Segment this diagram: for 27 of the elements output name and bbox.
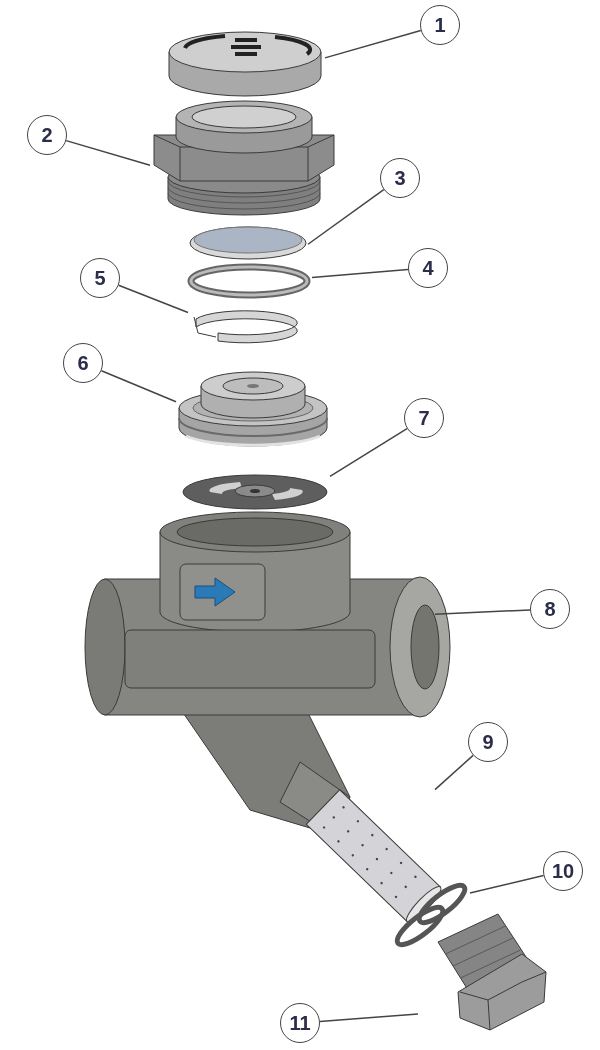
plug-drawing [438,914,546,1030]
callout-number: 2 [27,115,67,155]
leader-line [434,609,531,616]
callout-number: 3 [380,158,420,198]
callout-number: 9 [468,722,508,762]
leader-line [311,268,409,279]
leader-line [469,874,545,894]
callout-number: 4 [408,248,448,288]
leader-line [434,754,474,791]
hex-nut-drawing [154,101,334,215]
split-ring-drawing [194,310,298,343]
callout-number: 8 [530,589,570,629]
callout-number: 6 [63,343,103,383]
leader-line [329,427,408,478]
callout-number: 10 [543,851,583,891]
callout-number: 11 [280,1003,320,1043]
valve-disc-drawing [183,475,327,509]
leader-line [319,1013,419,1023]
capsule-drawing [179,372,327,446]
leader-line [307,188,385,245]
leader-line [65,139,151,167]
cap-drawing [169,32,321,96]
callout-number: 7 [404,398,444,438]
leader-line [324,29,422,59]
callout-number: 5 [80,258,120,298]
callout-number: 1 [420,5,460,45]
disc-drawing [190,227,306,259]
